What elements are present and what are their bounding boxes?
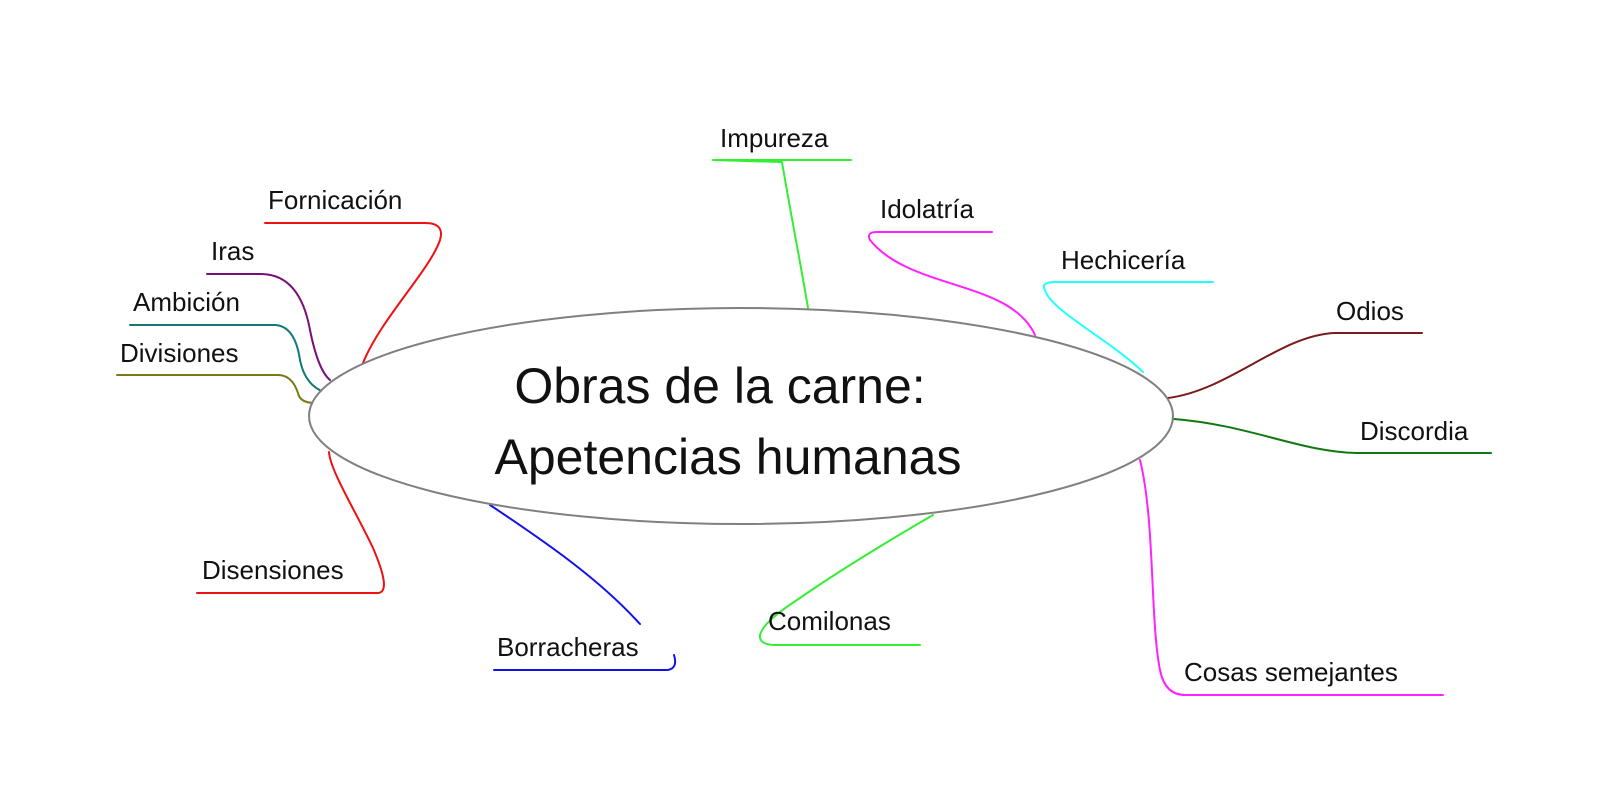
connector-ambicion: [129, 324, 325, 393]
connector-fornicacion: [264, 222, 442, 364]
connector-discordia: [1173, 418, 1492, 454]
branch-label-iras: Iras: [211, 236, 254, 266]
branch-label-odios: Odios: [1336, 296, 1404, 326]
branch-label-cosas-semejantes: Cosas semejantes: [1184, 657, 1398, 687]
connector-hechiceria: [1042, 281, 1214, 373]
branch-label-idolatria: Idolatría: [880, 194, 974, 224]
branch-label-comilonas: Comilonas: [768, 606, 891, 636]
branch-label-divisiones: Divisiones: [120, 338, 239, 368]
connector-disensiones: [196, 451, 385, 594]
connector-borracheras-underline: [493, 654, 677, 671]
branch-label-ambicion: Ambición: [133, 287, 240, 317]
central-title-line-2: Apetencias humanas: [495, 429, 962, 485]
connector-idolatria: [867, 231, 1036, 336]
branch-label-hechiceria: Hechicería: [1061, 245, 1186, 275]
connector-divisiones: [116, 374, 316, 404]
branch-label-impureza: Impureza: [720, 123, 829, 153]
connector-comilonas: [758, 514, 934, 646]
branch-label-disensiones: Disensiones: [202, 555, 344, 585]
branch-label-fornicacion: Fornicación: [268, 185, 402, 215]
branch-labels: Impureza Idolatría Hechicería Odios Disc…: [120, 123, 1469, 687]
branch-label-discordia: Discordia: [1360, 416, 1469, 446]
connector-impureza: [712, 159, 852, 309]
central-ellipse: [308, 307, 1174, 525]
connector-odios: [1167, 332, 1423, 399]
connector-iras: [206, 273, 331, 381]
connector-cosas-semejantes: [1139, 459, 1444, 696]
connectors: [116, 159, 1492, 696]
connector-borracheras: [489, 504, 641, 625]
central-title-line-1: Obras de la carne:: [514, 358, 925, 414]
branch-label-borracheras: Borracheras: [497, 632, 639, 662]
central-node: Obras de la carne: Apetencias humanas: [308, 307, 1174, 525]
